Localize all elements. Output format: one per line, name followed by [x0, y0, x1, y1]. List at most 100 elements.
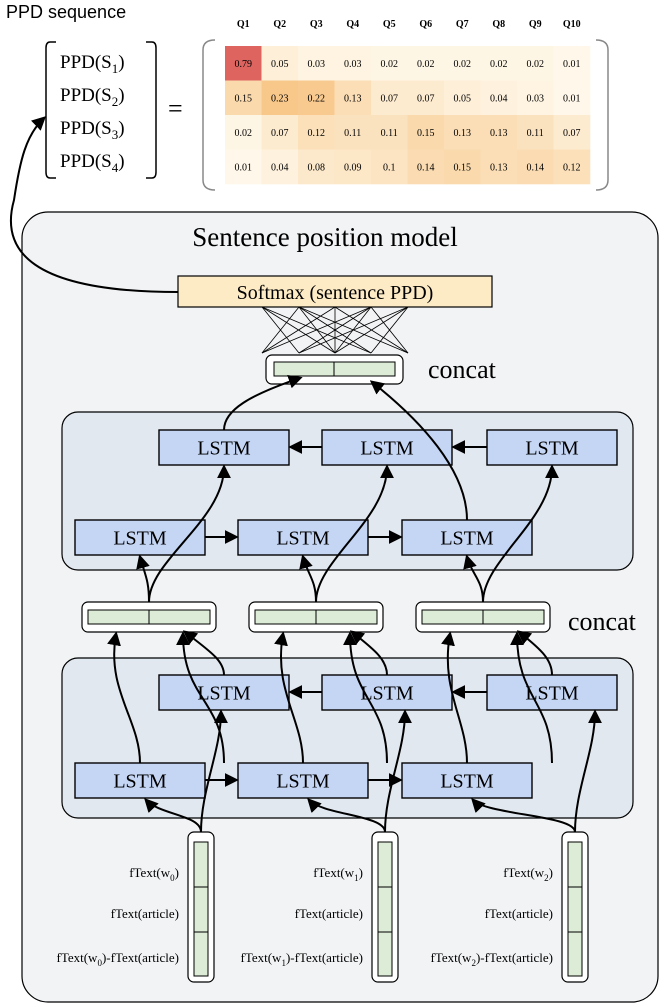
input-feature-label: fText(w1) [313, 865, 363, 883]
matrix-cell [225, 115, 262, 150]
arrows [107, 374, 602, 833]
matrix-cell-value: 0.02 [417, 59, 435, 70]
lstm-label: LSTM [197, 438, 251, 460]
input-to-backward-arrow [574, 709, 602, 833]
lstm-lower-backward [486, 674, 618, 711]
lstm-upper-forward [74, 519, 206, 556]
matrix-cell [517, 46, 554, 81]
matrix-cell-value: 0.12 [563, 162, 581, 173]
vector-item: PPD(S3) [60, 118, 125, 142]
input-to-backward-arrow [200, 709, 228, 833]
lstm-lower-forward [401, 762, 533, 799]
matrix-cell-value: 0.22 [308, 93, 326, 104]
matrix-cell [261, 115, 299, 150]
matrix-cell [371, 46, 408, 81]
matrix-cell-value: 0.13 [490, 162, 508, 173]
matrix-cell-value: 0.01 [563, 93, 581, 104]
dense-connections [261, 306, 409, 354]
input-feature-label: fText(w2) [503, 865, 553, 883]
lstm-label: LSTM [197, 683, 251, 705]
matrix-cell-value: 0.15 [235, 93, 253, 104]
matrix-cell [407, 80, 445, 116]
matrix-cell [480, 149, 518, 185]
lower-to-concat-arrow [107, 631, 141, 764]
lstm-label: LSTM [525, 438, 579, 460]
matrix-cell-value: 0.09 [344, 162, 362, 173]
matrix-cell-value: 0.02 [527, 59, 545, 70]
matrix-cell [334, 80, 372, 116]
input-to-forward-arrow [471, 797, 576, 833]
matrix-column-header: Q10 [563, 19, 581, 30]
lower-to-concat-arrow [176, 631, 225, 764]
matrix-cell [444, 46, 481, 81]
lstm-label: LSTM [360, 438, 414, 460]
matrix-cell [261, 46, 299, 81]
input-vector [193, 841, 209, 977]
backward-to-concat-arrow [516, 630, 553, 676]
matrix-cell [225, 80, 262, 116]
lower-to-concat-arrow [441, 631, 468, 764]
matrix-cell [225, 46, 262, 81]
matrix-cell-value: 0.08 [308, 162, 326, 173]
lstm-label: LSTM [276, 528, 330, 550]
concat-label-top: concat [428, 355, 497, 384]
matrix-cell-value: 0.13 [490, 128, 508, 139]
model-title: Sentence position model [192, 222, 457, 252]
lstm-label: LSTM [360, 683, 414, 705]
matrix-cell-value: 0.05 [271, 59, 289, 70]
vector-item: PPD(S4) [60, 151, 125, 175]
matrix-cell-value: 0.07 [563, 128, 581, 139]
matrix-cell [553, 80, 591, 116]
matrix-cell [407, 46, 445, 81]
matrix-cell-value: 0.02 [490, 59, 508, 70]
ppd-vector: PPD(S1)PPD(S2)PPD(S3)PPD(S4) [60, 52, 125, 175]
matrix-cell-value: 0.01 [235, 162, 253, 173]
matrix-column-header: Q6 [419, 19, 432, 30]
matrix-cell-value: 0.15 [417, 128, 435, 139]
matrix-cell-value: 0.03 [308, 59, 326, 70]
matrix-cell-value: 0.23 [271, 93, 289, 104]
matrix-cell [371, 149, 408, 185]
matrix-cell [261, 149, 299, 185]
matrix-cell [407, 149, 445, 185]
matrix-cell-value: 0.11 [344, 128, 361, 139]
vector-item: PPD(S2) [60, 85, 125, 109]
lower-to-concat-arrow [343, 631, 388, 764]
lstm-label: LSTM [440, 528, 494, 550]
matrix-cell-value: 0.14 [527, 162, 545, 173]
matrix-bracket [202, 39, 609, 191]
matrix-cell-value: 0.11 [527, 128, 544, 139]
matrix-cell-value: 0.79 [235, 59, 253, 70]
to-top-concat-arrow [369, 380, 468, 521]
matrix-cell-value: 0.1 [383, 162, 396, 173]
input-feature-label: fText(w2)-fText(article) [430, 950, 553, 968]
softmax-label: Softmax (sentence PPD) [237, 282, 434, 304]
lower-to-concat-arrow [274, 631, 304, 764]
input-feature-label: fText(w0)-fText(article) [56, 950, 179, 968]
matrix-cell [553, 149, 591, 185]
input-feature-label: fText(article) [485, 906, 553, 921]
lstm-label: LSTM [276, 771, 330, 793]
matrix-cell-value: 0.02 [235, 128, 253, 139]
matrix-cell [298, 46, 335, 81]
matrix-cell [444, 115, 481, 150]
matrix-cell [261, 80, 299, 116]
matrix-column-header: Q4 [346, 19, 359, 30]
input-vector [377, 841, 393, 977]
lstm-lower-forward [74, 762, 206, 799]
softmax-box [177, 275, 493, 308]
matrix-cell [225, 149, 262, 185]
matrix-cell-value: 0.02 [454, 59, 472, 70]
matrix-cell-value: 0.01 [563, 59, 581, 70]
matrix-cell-value: 0.13 [454, 128, 472, 139]
matrix-cell [480, 80, 518, 116]
matrix-column-header: Q2 [273, 19, 286, 30]
lstm-label: LSTM [113, 528, 167, 550]
matrix-cell [553, 46, 591, 81]
vector-right-bracket [146, 41, 157, 179]
matrix-cell-value: 0.13 [344, 93, 362, 104]
matrix-cell [517, 115, 554, 150]
matrix-column-header: Q5 [383, 19, 396, 30]
matrix-cell-value: 0.03 [527, 93, 545, 104]
matrix-cell-value: 0.07 [381, 93, 399, 104]
